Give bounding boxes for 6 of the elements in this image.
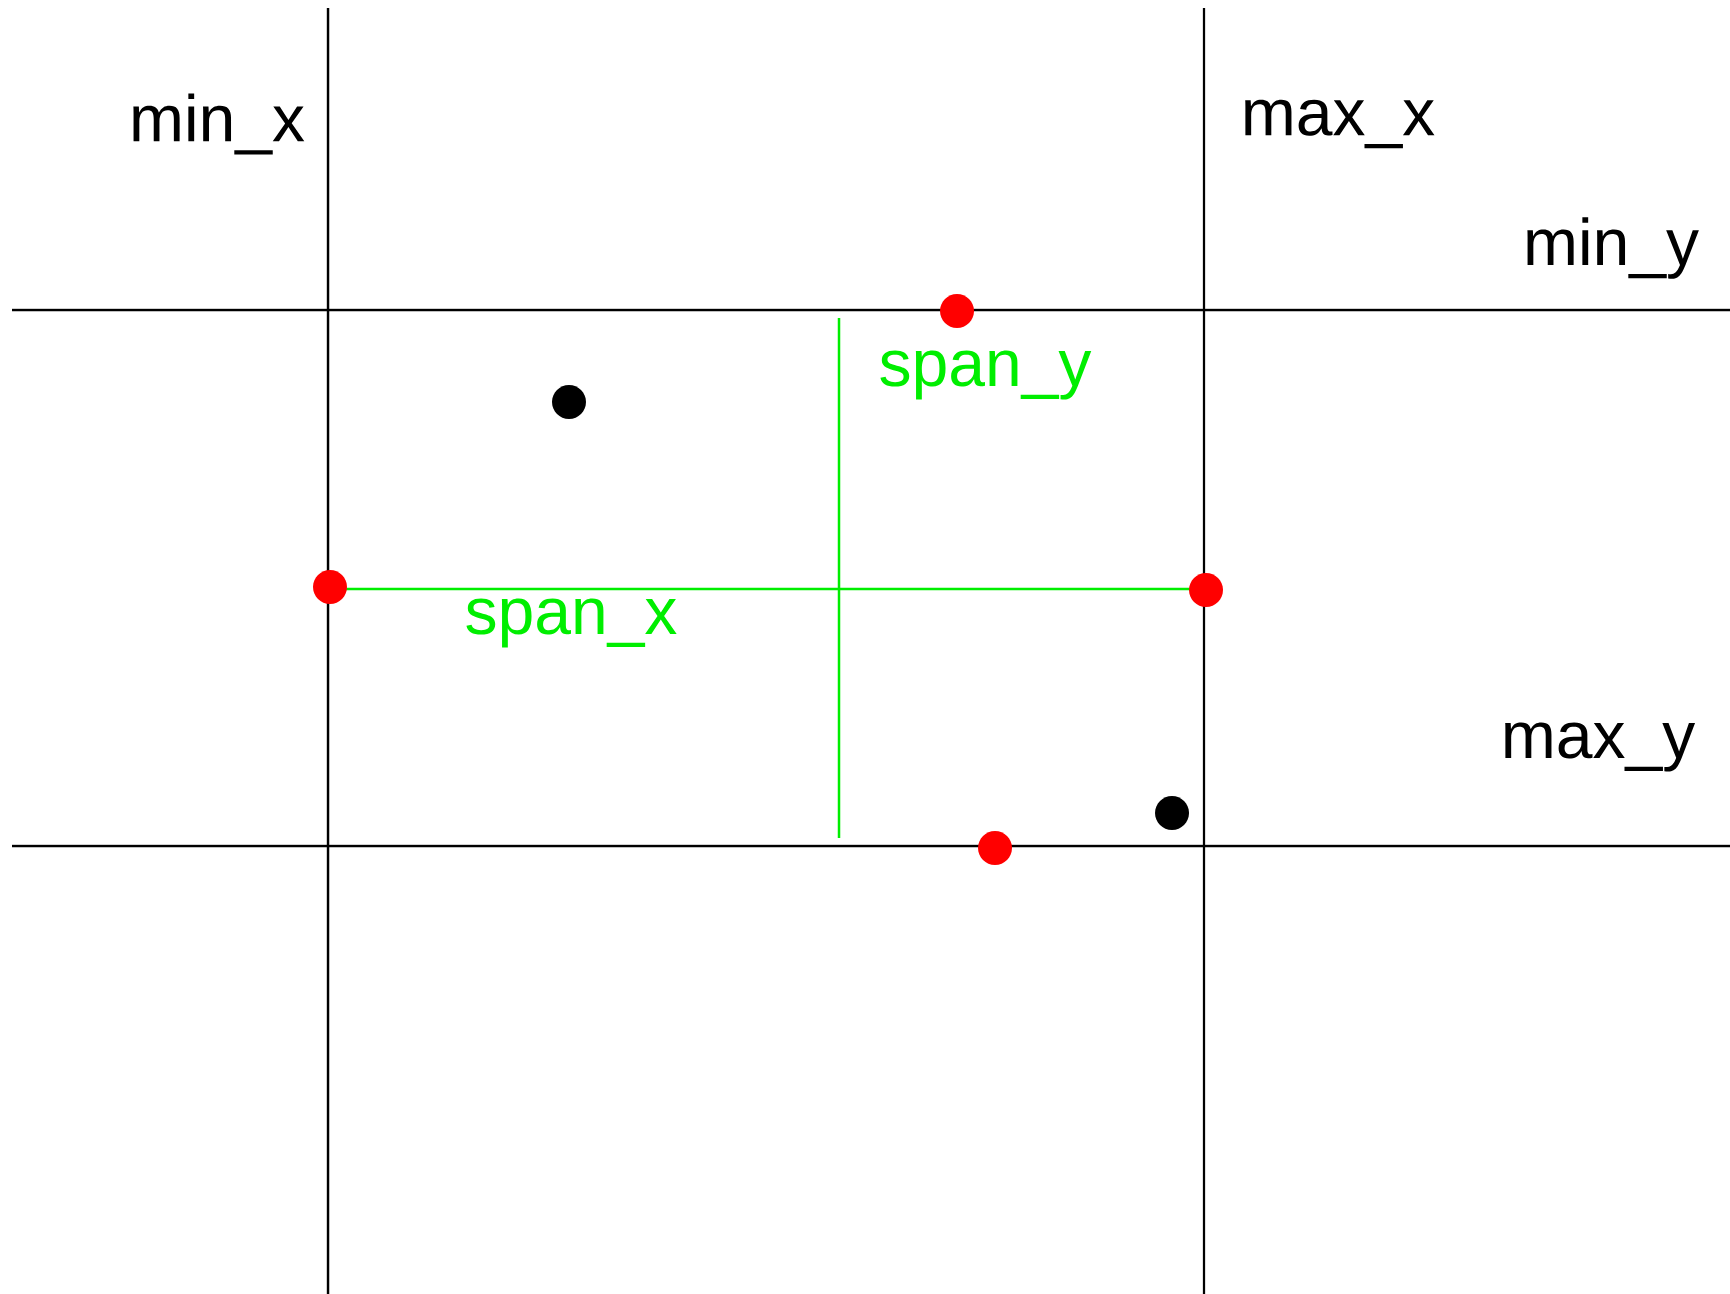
axis-label: min_x: [133, 93, 305, 155]
axis-label: span_x: [466, 598, 677, 648]
axis-label: span_y: [880, 350, 1092, 400]
axis-label: min_y: [1527, 217, 1699, 279]
axis-label: max_x: [1245, 99, 1435, 149]
axis-label: max_y: [1505, 722, 1696, 772]
